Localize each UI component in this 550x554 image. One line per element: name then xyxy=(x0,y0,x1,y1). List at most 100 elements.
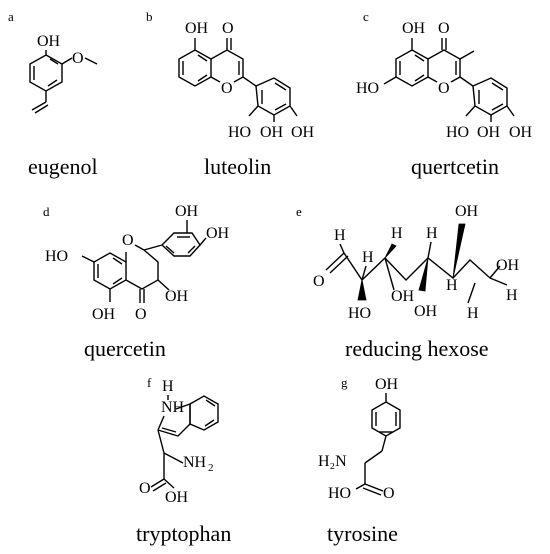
subscript: 2 xyxy=(208,462,214,474)
wedge-bond xyxy=(418,257,429,292)
vinyl-bond xyxy=(31,101,47,111)
atom-label: NH xyxy=(183,454,207,471)
bond xyxy=(61,57,73,65)
panel-letter-f: f xyxy=(147,375,152,390)
atom-label: OH xyxy=(165,288,189,305)
c-ring xyxy=(427,49,461,83)
carbonyl-bond xyxy=(325,252,345,271)
bond xyxy=(248,105,259,117)
atom-label: OH xyxy=(414,303,438,320)
atom-label: O xyxy=(383,485,395,502)
atom-label: OH xyxy=(291,124,315,141)
bond xyxy=(364,450,383,464)
atom-label: OH xyxy=(37,33,61,50)
panel-letter-g: g xyxy=(341,375,348,390)
atom-label: O xyxy=(438,20,450,37)
bond xyxy=(506,105,515,117)
bond xyxy=(81,255,95,263)
bond xyxy=(489,265,501,279)
compound-name: reducing hexose xyxy=(345,336,489,361)
bond xyxy=(143,244,163,251)
atom-label: H xyxy=(334,227,346,244)
indole-benzene-ring xyxy=(189,395,219,431)
bond xyxy=(427,241,432,259)
atom-label: NH xyxy=(161,399,185,416)
a-ring xyxy=(395,49,429,87)
atom-label: OH xyxy=(206,225,230,242)
atom-label: O xyxy=(135,306,147,323)
atom-label: O xyxy=(313,273,325,290)
compound-name: quertcetin xyxy=(411,154,499,179)
atom-label: OH xyxy=(185,20,209,37)
carbonyl-bond xyxy=(329,255,349,274)
atom-label: H xyxy=(446,277,458,294)
panel-d: d OH OH O HO OH OH O xyxy=(43,203,230,361)
bond xyxy=(383,76,397,85)
atom-label: O xyxy=(222,20,234,37)
carbonyl-bond xyxy=(150,478,165,488)
bond xyxy=(489,277,508,286)
bond xyxy=(289,105,298,117)
panel-c: c OH O HO O HO OH xyxy=(356,9,533,179)
atom-label: H xyxy=(467,305,479,322)
b-ring xyxy=(472,77,508,116)
atom-label: OH xyxy=(375,376,399,393)
bond xyxy=(242,76,257,87)
panel-a: a OH O eugenol xyxy=(8,9,98,179)
methyl-bond xyxy=(459,50,475,60)
b-ring xyxy=(160,232,201,257)
compound-name: luteolin xyxy=(204,154,271,179)
atom-label: OH xyxy=(260,124,284,141)
atom-label: OH xyxy=(175,203,199,220)
atom-label: H₂N xyxy=(318,453,347,470)
atom-label: H xyxy=(426,225,438,242)
vinyl-double-bond xyxy=(34,104,49,114)
atom-label: OH xyxy=(455,203,479,220)
atom-label: O xyxy=(438,80,450,97)
atom-label: OH xyxy=(496,257,520,274)
panel-e: e H O H HO H OH H OH OH H OH H H reduci xyxy=(296,203,520,361)
atom-label: H xyxy=(362,249,374,266)
bond xyxy=(163,452,184,464)
wedge-bond xyxy=(357,279,367,301)
bond xyxy=(199,237,207,246)
atom-label: HO xyxy=(356,80,379,97)
panel-letter-e: e xyxy=(296,204,302,219)
bond xyxy=(339,243,345,254)
benzene-ring xyxy=(371,401,401,437)
bond xyxy=(465,105,476,117)
b-ring xyxy=(255,77,291,116)
bond xyxy=(157,429,165,454)
atom-label: O xyxy=(122,232,134,249)
atom-label: HO xyxy=(45,248,68,265)
atom-label: OH xyxy=(165,489,189,506)
atom-label: OH xyxy=(92,306,116,323)
bond xyxy=(384,257,395,291)
bond xyxy=(361,265,367,281)
bond xyxy=(467,282,476,304)
atom-label: H xyxy=(162,378,174,395)
atom-label: O xyxy=(221,80,233,97)
c-ring xyxy=(125,244,159,290)
carbonyl-bond xyxy=(364,483,384,492)
bond xyxy=(381,435,387,452)
atom-label: OH xyxy=(509,124,533,141)
panel-letter-b: b xyxy=(146,9,153,24)
panel-letter-d: d xyxy=(43,204,50,219)
panel-letter-c: c xyxy=(363,9,369,24)
panel-letter-a: a xyxy=(8,9,14,24)
atom-label: H xyxy=(391,225,403,242)
compound-name: quercetin xyxy=(84,336,166,361)
a-ring xyxy=(93,252,127,290)
atom-label: HO xyxy=(228,124,251,141)
atom-label: O xyxy=(139,480,151,497)
methyl-bond xyxy=(84,57,98,65)
bond xyxy=(157,279,170,291)
atom-label: O xyxy=(72,50,84,67)
a-ring xyxy=(178,49,212,87)
atom-label: HO xyxy=(328,485,351,502)
atom-label: H xyxy=(506,287,518,304)
benzene-ring xyxy=(29,54,63,92)
atom-label: HO xyxy=(348,305,371,322)
